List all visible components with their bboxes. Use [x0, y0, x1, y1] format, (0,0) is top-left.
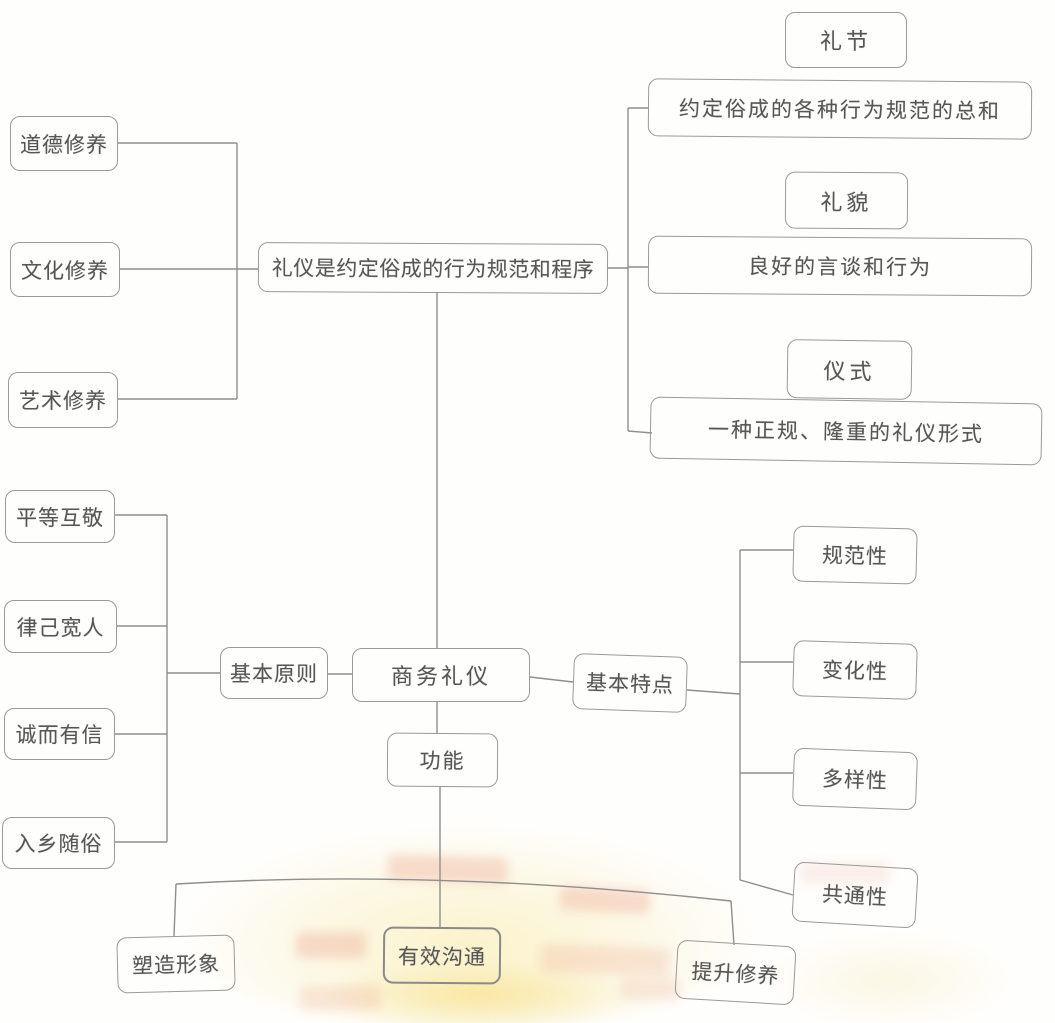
node-function-shape-image: 塑造形象 — [116, 934, 236, 994]
node-cultural-cultivation: 文化修养 — [10, 242, 120, 297]
node-principle-follow-local-customs: 入乡随俗 — [2, 817, 115, 869]
node-politeness-definition: 良好的言谈和行为 — [647, 235, 1033, 297]
bleed-through-artifact — [387, 853, 509, 885]
node-feature-commonality: 共通性 — [791, 861, 919, 929]
node-etiquette-definition: 礼仪是约定俗成的行为规范和程序 — [257, 242, 609, 294]
node-ceremony-term: 仪式 — [786, 339, 913, 400]
node-principle-self-discipline: 律己宽人 — [4, 600, 117, 653]
node-moral-cultivation: 道德修养 — [10, 116, 118, 171]
node-function-improve-cultivation: 提升修养 — [674, 939, 797, 1006]
node-feature-diversity: 多样性 — [791, 747, 919, 811]
node-courtesy-term: 礼节 — [785, 12, 907, 68]
node-courtesy-definition: 约定俗成的各种行为规范的总和 — [647, 78, 1033, 140]
node-business-etiquette: 商务礼仪 — [352, 648, 530, 702]
node-feature-variability: 变化性 — [792, 640, 918, 700]
node-function-effective-communication: 有效沟通 — [382, 926, 502, 985]
bleed-through-artifact — [296, 932, 366, 958]
node-artistic-cultivation: 艺术修养 — [8, 372, 118, 428]
bleed-through-artifact — [539, 943, 671, 977]
node-basic-principles: 基本原则 — [220, 647, 328, 699]
node-basic-features: 基本特点 — [572, 653, 688, 713]
bleed-through-artifact — [559, 885, 651, 915]
bleed-through-artifact — [760, 930, 1020, 1023]
node-politeness-term: 礼貌 — [784, 171, 909, 230]
node-principle-sincerity-trust: 诚而有信 — [4, 708, 115, 760]
node-principle-equal-mutual-respect: 平等互敬 — [5, 490, 115, 543]
node-functions: 功能 — [386, 732, 499, 788]
node-feature-normativity: 规范性 — [792, 525, 918, 585]
node-ceremony-definition: 一种正规、隆重的礼仪形式 — [649, 396, 1043, 466]
bleed-through-artifact — [300, 986, 380, 1010]
bleed-through-artifact — [620, 978, 680, 1000]
